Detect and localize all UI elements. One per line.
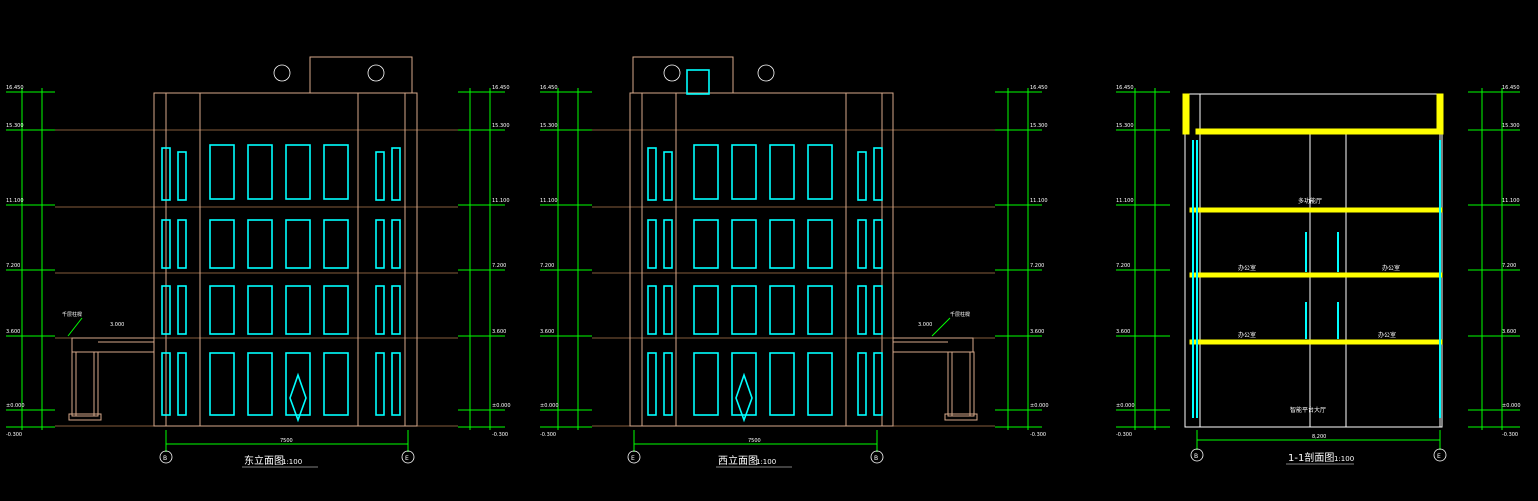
level-label: 15.300 [540, 123, 558, 129]
level-label: ±0.000 [1502, 403, 1521, 409]
level-label: 11.100 [1502, 198, 1520, 204]
level-label: -0.300 [1030, 432, 1046, 438]
level-label: 7.200 [540, 263, 554, 269]
axis-bubble-right: E [405, 455, 409, 462]
section-left-dimension-column [1116, 88, 1170, 430]
section-scale: 1:100 [1334, 455, 1354, 463]
level-label: 7.200 [492, 263, 506, 269]
level-label: 16.450 [1030, 85, 1048, 91]
west-right-level-labels: 16.450 15.300 11.100 7.200 3.600 ±0.000 … [1030, 85, 1049, 438]
canopy-callout: 千层柱樑 [950, 311, 970, 318]
west-total-width: 7500 [748, 438, 761, 444]
section-right-dimension-column [1468, 88, 1520, 430]
level-label: 11.100 [492, 198, 510, 204]
level-label: 3.600 [540, 329, 554, 335]
east-elevation: 16.450 15.300 11.100 7.200 3.600 ±0.000 … [6, 56, 511, 468]
axis-bubble-right: B [874, 455, 878, 462]
level-label: 11.100 [540, 198, 558, 204]
east-floor-level-lines [55, 129, 458, 427]
level-label: 3.600 [1116, 329, 1130, 335]
level-label: 7.200 [1502, 263, 1516, 269]
east-total-width: 7500 [280, 438, 293, 444]
level-label: 7.200 [6, 263, 20, 269]
west-axis-bubbles [627, 64, 884, 464]
section-total-width: 8,200 [1312, 434, 1326, 440]
level-label: 15.300 [1502, 123, 1520, 129]
east-axis-bubbles [159, 64, 415, 464]
axis-bubble-right: E [1437, 453, 1441, 460]
level-label: -0.300 [492, 432, 508, 438]
east-axis-width-dimension [165, 430, 409, 452]
section-axis-bubbles [1190, 448, 1447, 462]
room-label: 多功能厅 [1298, 197, 1322, 205]
level-label: -0.300 [1502, 432, 1518, 438]
level-label: 3.600 [1030, 329, 1044, 335]
west-building-outline [629, 56, 894, 427]
east-elevation-scale: 1:100 [282, 458, 302, 466]
east-right-dimension-column [458, 88, 505, 430]
west-elevation-scale: 1:100 [756, 458, 776, 466]
level-label: -0.300 [540, 432, 556, 438]
level-label: 15.300 [6, 123, 24, 129]
section-slabs [1182, 93, 1444, 345]
level-label: 15.300 [492, 123, 510, 129]
room-label: 智能平台大厅 [1290, 406, 1326, 414]
section-axis-width-dimension [1196, 430, 1441, 450]
level-label: ±0.000 [1030, 403, 1049, 409]
level-label: 11.100 [6, 198, 24, 204]
level-label: ±0.000 [1116, 403, 1135, 409]
level-label: -0.300 [1116, 432, 1132, 438]
axis-bubble-left: E [631, 455, 635, 462]
east-left-dimension-column [6, 88, 55, 430]
east-windows [161, 144, 401, 423]
level-label: 7.200 [1030, 263, 1044, 269]
canopy-callout-value: 3.000 [110, 322, 124, 328]
level-label: ±0.000 [6, 403, 25, 409]
level-label: 16.450 [1502, 85, 1520, 91]
canopy-callout: 千层柱樑 [62, 311, 82, 318]
east-elevation-title: 东立面图 [244, 454, 284, 467]
level-label: 3.600 [492, 329, 506, 335]
level-label: 16.450 [540, 85, 558, 91]
room-label: 办公室 [1238, 331, 1256, 339]
west-axis-width-dimension [633, 430, 878, 452]
level-label: 3.600 [6, 329, 20, 335]
level-label: 16.450 [492, 85, 510, 91]
level-label: 16.450 [1116, 85, 1134, 91]
level-label: 16.450 [6, 85, 24, 91]
west-elevation-title: 西立面图 [718, 454, 758, 467]
level-label: ±0.000 [540, 403, 559, 409]
east-right-level-labels: 16.450 15.300 11.100 7.200 3.600 ±0.000 … [492, 85, 511, 438]
axis-bubble-left: B [163, 455, 167, 462]
axis-bubble-left: B [1194, 453, 1198, 460]
section-right-level-labels: 16.450 15.300 11.100 7.200 3.600 ±0.000 … [1502, 85, 1521, 438]
west-left-dimension-column [540, 88, 592, 430]
east-left-level-labels: 16.450 15.300 11.100 7.200 3.600 ±0.000 … [6, 85, 25, 438]
level-label: 7.200 [1116, 263, 1130, 269]
level-label: 15.300 [1116, 123, 1134, 129]
west-right-dimension-column [995, 88, 1042, 430]
canopy-callout-value: 3.000 [918, 322, 932, 328]
level-label: 11.100 [1030, 198, 1048, 204]
east-canopy [67, 317, 155, 421]
room-label: 办公室 [1382, 264, 1400, 272]
level-label: 3.600 [1502, 329, 1516, 335]
section-drawing: 16.450 15.300 11.100 7.200 3.600 ±0.000 … [1116, 85, 1521, 465]
room-label: 办公室 [1238, 264, 1256, 272]
west-windows [647, 69, 883, 423]
level-label: 11.100 [1116, 198, 1134, 204]
level-label: -0.300 [6, 432, 22, 438]
room-label: 办公室 [1378, 331, 1396, 339]
section-structure [1184, 93, 1443, 428]
section-room-labels: 多功能厅 办公室 办公室 办公室 办公室 智能平台大厅 [1238, 197, 1400, 414]
level-label: ±0.000 [492, 403, 511, 409]
west-elevation: 16.450 15.300 11.100 7.200 3.600 ±0.000 … [540, 56, 1049, 468]
level-label: 15.300 [1030, 123, 1048, 129]
section-title: 1-1剖面图 [1288, 451, 1334, 464]
section-left-level-labels: 16.450 15.300 11.100 7.200 3.600 ±0.000 … [1116, 85, 1135, 438]
west-canopy [892, 317, 978, 421]
west-left-level-labels: 16.450 15.300 11.100 7.200 3.600 ±0.000 … [540, 85, 559, 438]
section-glazing [1192, 140, 1441, 418]
